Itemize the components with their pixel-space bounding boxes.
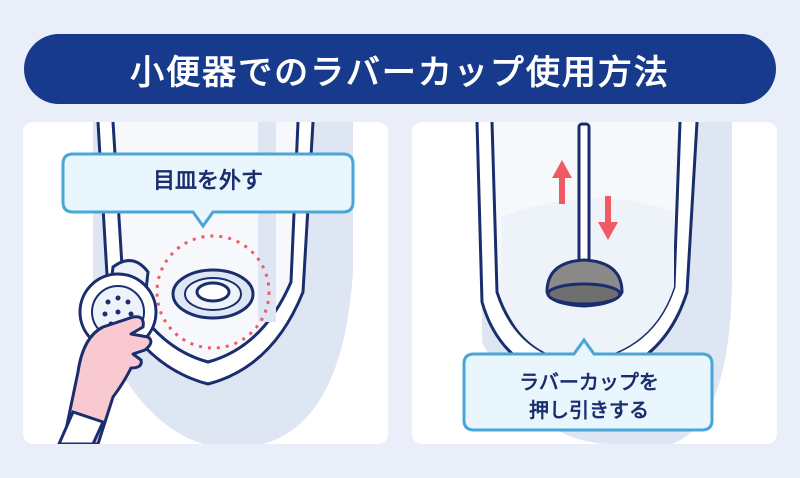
gloved-hand-icon: [61, 315, 153, 444]
plunger-illustration: [462, 122, 732, 444]
down-arrow-icon: [598, 196, 618, 240]
callout-plunge-line1: ラバーカップを: [519, 370, 659, 394]
page-title: 小便器でのラバーカップ使用方法: [130, 52, 670, 93]
plunger-handle-icon: [577, 122, 591, 266]
up-arrow-icon: [552, 160, 572, 204]
remove-cover-illustration: [57, 122, 355, 444]
callout-bubble-right: [462, 337, 714, 432]
panel-plunge: ラバーカップを 押し引きする: [412, 122, 777, 444]
title-banner: 小便器でのラバーカップ使用方法: [24, 34, 776, 104]
callout-bubble-left: [61, 152, 355, 229]
callout-remove-cover: 目皿を外す: [152, 169, 263, 194]
callout-plunge-line2: 押し引きする: [529, 398, 649, 422]
panel-remove-cover: 目皿を外す: [23, 122, 388, 444]
dotted-highlight-icon: [155, 234, 271, 350]
callout-plunge: ラバーカップを 押し引きする: [474, 368, 704, 424]
